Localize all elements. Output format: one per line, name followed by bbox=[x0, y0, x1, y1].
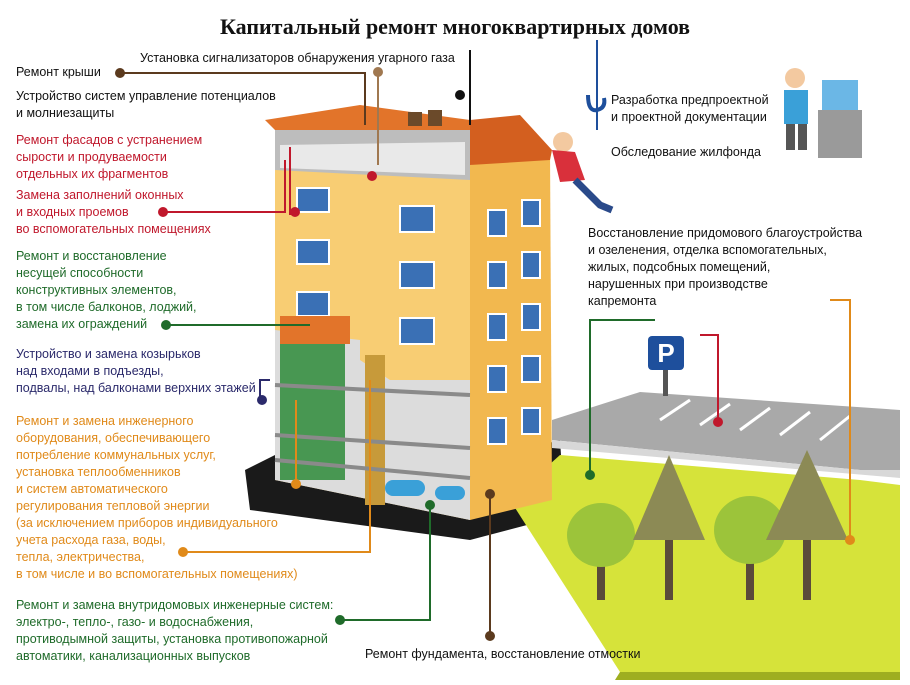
tree-icon bbox=[714, 496, 786, 600]
tree-icon bbox=[567, 503, 635, 600]
page-title: Капитальный ремонт многоквартирных домов bbox=[219, 14, 691, 39]
lawn bbox=[510, 455, 900, 672]
label-lightning: Устройство систем управление потенциалов… bbox=[16, 89, 276, 120]
label-roof-repair: Ремонт крыши bbox=[16, 65, 101, 79]
side-windows bbox=[487, 199, 541, 445]
label-facade: Ремонт фасадов с устранением сырости и п… bbox=[16, 133, 203, 181]
label-windows: Замена заполнений оконных и входных прое… bbox=[16, 188, 211, 236]
label-landscaping: Восстановление придомового благоустройст… bbox=[588, 226, 863, 308]
label-design-docs: Разработка предпроектной и проектной док… bbox=[611, 93, 769, 124]
climber-figure bbox=[552, 40, 614, 214]
label-survey: Обследование жилфонда bbox=[611, 145, 761, 159]
documents-worker-figure bbox=[784, 68, 862, 158]
balcony bbox=[280, 316, 350, 344]
label-gas-detectors: Установка сигнализаторов обнаружения уга… bbox=[140, 51, 455, 65]
label-systems: Ремонт и замена внутридомовых инженерные… bbox=[16, 598, 334, 663]
parking-lot bbox=[552, 392, 900, 470]
front-windows bbox=[296, 187, 435, 345]
parking-sign-icon bbox=[648, 336, 684, 396]
parking-sign-letter: P bbox=[657, 338, 674, 368]
label-canopies: Устройство и замена козырьков над входам… bbox=[16, 347, 256, 395]
roof-side bbox=[470, 115, 552, 165]
label-foundation: Ремонт фундамента, восстановление отмост… bbox=[365, 647, 641, 661]
tree-icon bbox=[766, 450, 848, 600]
label-structure: Ремонт и восстановление несущей способно… bbox=[16, 249, 197, 331]
label-engineering: Ремонт и замена инженерного оборудования… bbox=[16, 414, 298, 581]
parking-markings bbox=[659, 398, 851, 442]
tree-icon bbox=[633, 455, 705, 600]
